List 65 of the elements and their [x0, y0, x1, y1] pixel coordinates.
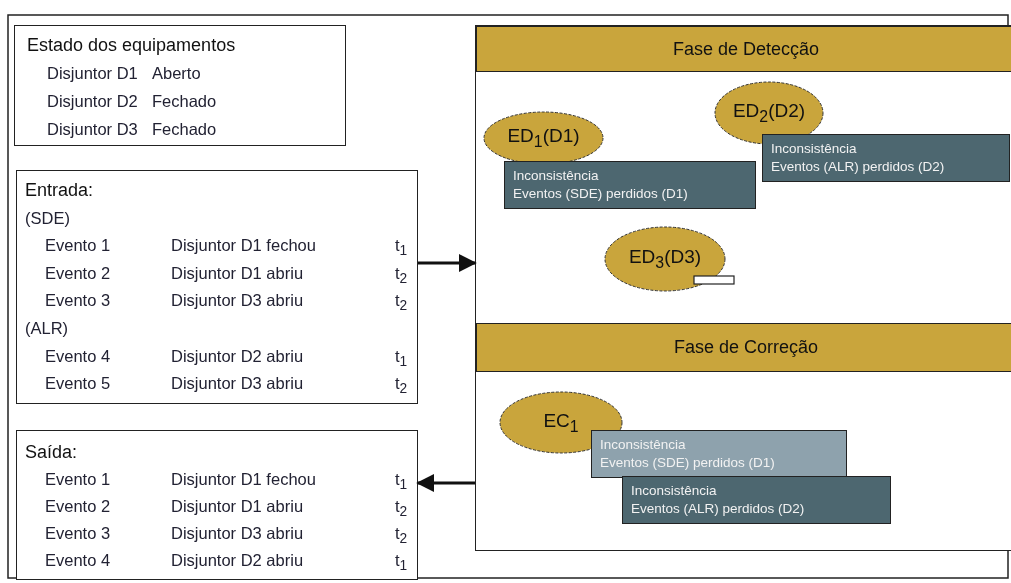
table-text: Disjuntor D2 abriu: [171, 551, 304, 570]
phase-panel: [475, 25, 1011, 551]
inconsistency-box: [504, 161, 756, 209]
table-text: (SDE): [25, 208, 70, 227]
table-text: Disjuntor D1 fechou: [171, 236, 316, 255]
table-text: Aberto: [152, 64, 201, 83]
table-text: Disjuntor D3 abriu: [171, 291, 304, 310]
table-text: t$_{2}$: [395, 497, 408, 520]
table-text: t$_{2}$: [395, 374, 408, 397]
table-text: Evento 3: [45, 524, 111, 543]
table-text: Fechado: [152, 92, 217, 111]
arrow: [418, 254, 477, 272]
table-text: Disjuntor D3 abriu: [171, 374, 304, 393]
table-text: Disjuntor D2: [47, 92, 138, 111]
panel-heading: Saída:: [25, 443, 78, 463]
table-text: Evento 5: [45, 374, 111, 393]
table-text: Fechado: [152, 120, 217, 139]
table-text: Evento 1: [45, 236, 111, 255]
table-text: Disjuntor D1 fechou: [171, 470, 316, 489]
table-text: Evento 3: [45, 291, 111, 310]
table-text: Disjuntor D1 abriu: [171, 497, 304, 516]
panel-heading: Entrada:: [25, 181, 94, 201]
text-panel: [16, 170, 418, 404]
text-panel: [14, 25, 346, 146]
phase-header-band: [476, 26, 1011, 72]
inconsistency-text: Inconsistência: [771, 140, 858, 158]
phase-title: Fase de Detecção: [672, 38, 820, 60]
event-ellipse: [604, 226, 726, 292]
text-panel: [16, 430, 418, 580]
table-text: t$_{2}$: [395, 524, 408, 547]
table-text: t$_{1}$: [395, 470, 408, 493]
event-label: ED$_{1}$(D1): [507, 125, 580, 151]
inconsistency-box: [591, 430, 847, 478]
event-label: EC$_{1}$: [543, 409, 579, 436]
table-text: Evento 1: [45, 470, 111, 489]
table-text: t$_{2}$: [395, 263, 408, 287]
inconsistency-text: Inconsistência: [513, 167, 600, 185]
table-text: (ALR): [25, 319, 69, 338]
inconsistency-text: Eventos (SDE) perdidos (D1): [513, 185, 689, 203]
inconsistency-text: Inconsistência: [631, 482, 718, 500]
table-text: Evento 4: [45, 346, 111, 365]
table-text: t$_{1}$: [395, 346, 408, 369]
table-text: t$_{1}$: [395, 236, 408, 259]
table-text: Disjuntor D1: [47, 64, 138, 83]
table-text: Disjuntor D3: [47, 120, 138, 139]
phase-header-band: [476, 323, 1011, 372]
inconsistency-text: Eventos (ALR) perdidos (D2): [631, 500, 806, 518]
table-text: t$_{1}$: [395, 551, 408, 574]
table-text: Evento 4: [45, 551, 111, 570]
phase-title: Fase de Correção: [673, 337, 819, 358]
panel-heading: Estado dos equipamentos: [27, 36, 236, 56]
table-text: t$_{2}$: [395, 291, 408, 314]
event-label: ED$_{2}$(D2): [732, 100, 806, 126]
inconsistency-box: [622, 476, 891, 524]
inconsistency-text: Eventos (ALR) perdidos (D2): [771, 158, 946, 176]
table-text: Disjuntor D2 abriu: [171, 346, 304, 365]
table-text: Disjuntor D1 abriu: [171, 263, 304, 282]
inconsistency-text: Inconsistência: [600, 436, 687, 454]
inconsistency-box: [762, 134, 1010, 182]
arrow: [416, 474, 475, 492]
table-text: Evento 2: [45, 263, 111, 282]
table-text: Evento 2: [45, 497, 111, 516]
event-label: ED$_{3}$(D3): [628, 246, 702, 272]
inconsistency-text: Eventos (SDE) perdidos (D1): [600, 454, 776, 472]
table-text: Disjuntor D3 abriu: [171, 524, 304, 543]
